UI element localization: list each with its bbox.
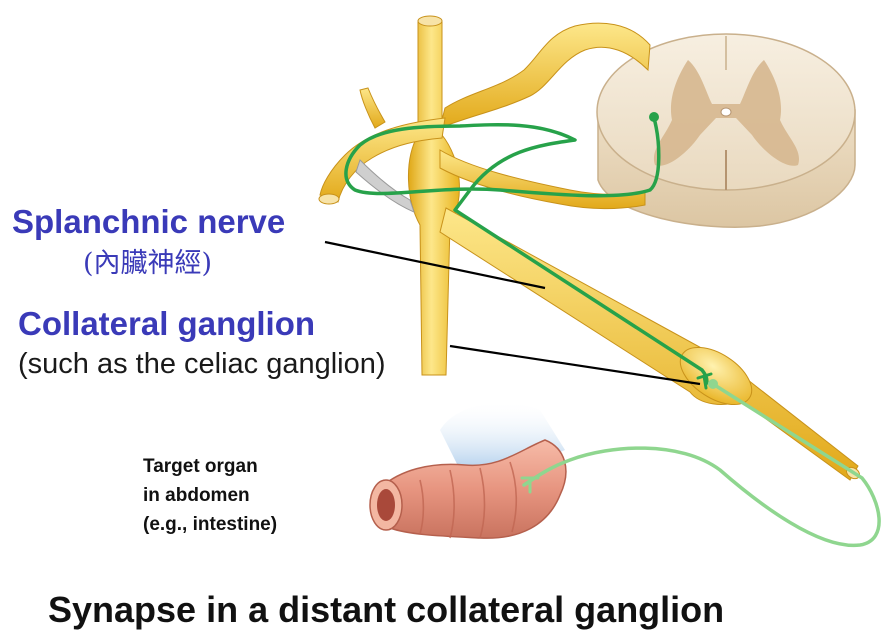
target-organ-label-line1: Target organ <box>143 456 258 477</box>
sympathetic-trunk <box>408 21 460 376</box>
postganglionic-cell-body <box>708 379 718 389</box>
target-organ-label-line3: (e.g., intestine) <box>143 514 278 535</box>
collateral-ganglion-label: Collateral ganglion <box>18 305 316 342</box>
intestine <box>369 402 567 539</box>
collateral-leader-line <box>449 344 701 386</box>
preganglionic-cell-body <box>649 112 659 122</box>
grey-ramus <box>355 159 415 213</box>
central-canal <box>720 107 732 117</box>
splanchnic-leader-line <box>324 240 546 290</box>
diagram-caption: Synapse in a distant collateral ganglion <box>48 589 725 630</box>
nerve-branch-top <box>359 87 386 129</box>
postganglionic-neuron <box>522 382 881 548</box>
synapse-terminal <box>696 372 713 390</box>
target-organ-label-line2: in abdomen <box>143 485 250 506</box>
spinal-cord <box>596 33 856 228</box>
preganglionic-neuron <box>344 116 709 386</box>
splanchnic-nerve-label: Splanchnic nerve <box>12 203 286 240</box>
collateral-ganglion-sublabel: (such as the celiac ganglion) <box>18 348 386 380</box>
neuron-pathways <box>344 112 881 548</box>
collateral-ganglion <box>679 346 753 406</box>
splanchnic-nerve-sublabel: (內臟神經) <box>83 248 213 279</box>
effector-terminal <box>520 476 540 494</box>
